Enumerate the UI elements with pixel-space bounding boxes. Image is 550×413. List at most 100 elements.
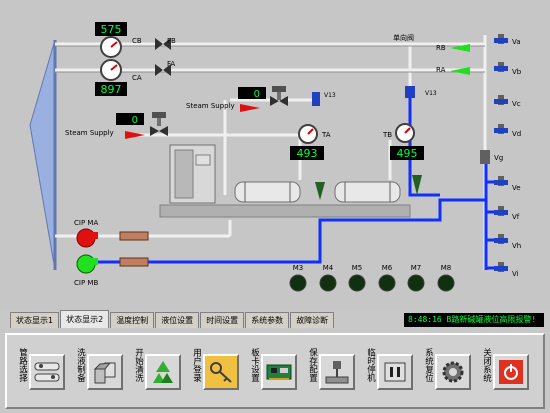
tab-temperature[interactable]: 温度控制 (110, 312, 155, 328)
toolbar-label: 保存配置 (307, 348, 318, 382)
control-valve-1-icon[interactable] (150, 112, 168, 136)
label-vh: Vh (512, 242, 521, 250)
flow-display-2: 897 (101, 83, 122, 96)
label-cb: CB (132, 37, 142, 45)
valve-vc-icon[interactable] (494, 95, 508, 105)
valve-vb-icon[interactable] (494, 62, 508, 72)
toolbar-label: 板卡设置 (249, 348, 260, 382)
card-settings-button[interactable] (261, 354, 297, 390)
steam-arrow-2-icon (240, 104, 260, 112)
temp-stop-button[interactable] (377, 354, 413, 390)
label-vf: Vf (512, 213, 520, 221)
tab-level[interactable]: 液位设置 (155, 312, 200, 328)
toolbar-item-start: 开始清洗 (131, 345, 181, 399)
gauge-cb-icon (100, 36, 122, 58)
pump-cip-ma-icon[interactable] (76, 228, 98, 248)
toolbar-label: 用户登录 (191, 348, 202, 382)
system-reset-button[interactable] (435, 354, 471, 390)
valve-fa-icon[interactable] (155, 64, 171, 76)
ra-arrow-icon (450, 67, 470, 75)
flow-display-1: 575 (101, 23, 122, 36)
preparation-icon (93, 362, 116, 384)
toolbar-item-pipeline: 管路选择 (15, 345, 65, 399)
toolbar-item-login: 用户登录 (189, 345, 239, 399)
valve-vd-icon[interactable] (494, 124, 508, 134)
start-clean-button[interactable] (145, 354, 181, 390)
right-valves (480, 34, 508, 272)
heat-exchanger-a (234, 181, 301, 203)
temp-ta-display: 493 (297, 147, 318, 160)
label-va: Va (512, 38, 521, 46)
steam-arrow-1-icon (125, 131, 145, 139)
gear-icon (442, 361, 464, 383)
close-system-button[interactable] (493, 354, 529, 390)
label-vb: Vb (512, 68, 522, 76)
label-cip-ma: CIP MA (74, 219, 98, 227)
prepare-button[interactable] (87, 354, 123, 390)
rb-arrow-icon (450, 44, 470, 52)
temp-tb-display: 495 (397, 147, 418, 160)
process-diagram: 575 897 CB CA FB FA 单向阀 RB RA Va Vb Vc V (29, 22, 522, 292)
motors (289, 274, 455, 292)
tab-time[interactable]: 时间设置 (200, 312, 245, 328)
motor-label: M5 (352, 264, 363, 272)
valve-va-icon[interactable] (494, 34, 508, 44)
toolbar-label: 开始清洗 (133, 348, 144, 382)
label-vi: Vi (512, 270, 519, 278)
toolbar-item-card: 板卡设置 (247, 345, 297, 399)
valve-ve-icon[interactable] (494, 176, 508, 186)
filter-b-icon (119, 257, 149, 267)
valve-display-2: 0 (254, 89, 260, 100)
valve-fb-icon[interactable] (155, 38, 171, 50)
pipeline-button[interactable] (29, 354, 65, 390)
toolbar-item-reset: 系统复位 (421, 345, 471, 399)
label-ca: CA (132, 74, 142, 82)
toolbar-item-close: 关闭系统 (479, 345, 529, 399)
filter-a-icon (119, 231, 149, 241)
heat-exchanger-b (334, 181, 401, 203)
toolbar-label: 系统复位 (423, 348, 434, 382)
save-icon (325, 361, 349, 384)
card-icon (266, 364, 292, 380)
toolbar-label: 关闭系统 (481, 348, 492, 382)
pipeline-icon (34, 362, 60, 382)
gauge-tb-icon (395, 123, 415, 143)
toolbar-label: 管路选择 (17, 348, 28, 382)
pause-icon (384, 362, 406, 382)
label-fb: FB (167, 37, 176, 45)
toolbar-label: 洗液制备 (75, 348, 86, 382)
flow-display-1-bg (95, 22, 127, 36)
recycle-icon (153, 361, 173, 383)
label-rb: RB (436, 44, 446, 52)
valve-vi-icon[interactable] (494, 262, 508, 272)
motor-label: M6 (382, 264, 393, 272)
valve-v13-right-icon[interactable] (405, 86, 415, 98)
label-ra: RA (436, 66, 446, 74)
save-config-button[interactable] (319, 354, 355, 390)
valve-vg-icon[interactable] (480, 150, 490, 164)
valve-vh-icon[interactable] (494, 234, 508, 244)
tab-bar: 状态显示1 状态显示2 温度控制 液位设置 时间设置 系统参数 故障诊断 (10, 310, 335, 330)
tab-diagnostics[interactable]: 故障诊断 (290, 312, 335, 328)
label-steam-supply-2: Steam Supply (186, 102, 235, 110)
temp-ta-bg (290, 146, 324, 160)
label-check-valve: 单向阀 (393, 33, 414, 42)
control-valve-2-icon[interactable] (270, 86, 288, 106)
user-login-button[interactable] (203, 354, 239, 390)
valve-display-2-bg (238, 87, 266, 99)
tab-status-2[interactable]: 状态显示2 (60, 310, 110, 328)
motor-label: M8 (441, 264, 452, 272)
tab-params[interactable]: 系统参数 (245, 312, 290, 328)
gauge-ca-icon (100, 59, 122, 81)
toolbar-item-prepare: 洗液制备 (73, 345, 123, 399)
toolbar: 管路选择 洗液制备 开始清洗 用户 (5, 333, 545, 409)
valve-vf-icon[interactable] (494, 206, 508, 216)
pump-cip-mb-icon[interactable] (76, 254, 98, 274)
valve-v13-left-icon[interactable] (312, 92, 320, 106)
label-vc: Vc (512, 100, 521, 108)
temp-tb-bg (390, 146, 424, 160)
flow-display-2-bg (95, 82, 127, 96)
toolbar-label: 临时停机 (365, 348, 376, 382)
tab-status-1[interactable]: 状态显示1 (10, 312, 60, 328)
label-ve: Ve (512, 184, 521, 192)
